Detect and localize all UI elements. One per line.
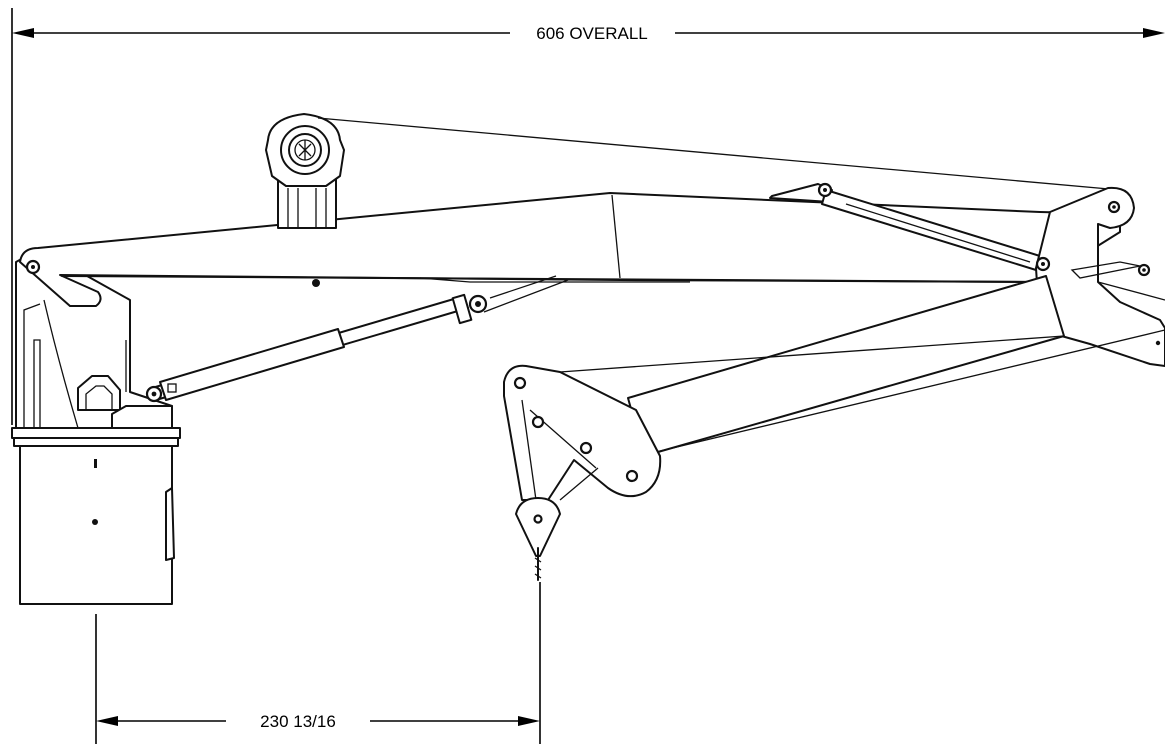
lift-cylinder — [145, 275, 569, 403]
tip-link-bar — [1070, 261, 1141, 279]
pedestal-base — [11, 427, 181, 605]
jib-body — [627, 275, 1065, 457]
hook-sheave-pin — [533, 514, 543, 524]
pedestal-marker — [94, 459, 97, 468]
hook-frame-pin-4 — [625, 469, 639, 483]
overall-arrow-left — [12, 28, 34, 38]
main-boom-underside — [419, 277, 690, 283]
tip-pin-top-center — [1112, 205, 1116, 209]
hook-sheave — [515, 497, 561, 557]
winch — [265, 113, 1121, 229]
overall-dimension-label: 606 OVERALL — [536, 24, 648, 43]
knuckle-cylinder — [769, 182, 1041, 271]
lift-cylinder-clevis — [167, 383, 177, 393]
main-boom-lug — [312, 279, 320, 287]
lift-cylinder-bracket — [483, 275, 569, 313]
pedestal-flange-upper — [11, 427, 181, 439]
lift-cylinder-base-pin-center — [151, 391, 157, 397]
hook-cable-wrap — [534, 557, 542, 579]
hook-frame-pin-1 — [513, 376, 527, 390]
hook-frame — [503, 364, 662, 581]
reach-dimension: 230 13/16 — [95, 582, 541, 744]
reach-arrow-left — [96, 716, 118, 726]
lift-cylinder-end-block — [451, 293, 473, 325]
main-boom-section-line — [611, 194, 621, 279]
knuckle-cylinder-rod-line — [845, 203, 1031, 263]
knuckle-linkage — [1035, 186, 1165, 367]
overall-arrow-right — [1143, 28, 1165, 38]
winch-cable — [317, 117, 1121, 191]
reach-dimension-label: 230 13/16 — [260, 712, 336, 731]
pedestal-side-plate — [165, 487, 175, 561]
overall-dimension: 606 OVERALL — [11, 8, 1165, 425]
hook-frame-pin-3 — [579, 441, 593, 455]
mast-inner-line — [23, 303, 41, 428]
main-boom — [19, 192, 1121, 307]
lift-cylinder-rod-pin-center — [475, 301, 481, 307]
mast-pin-housing-inner — [85, 385, 113, 410]
reach-arrow-right — [518, 716, 540, 726]
mast-inner-line-2 — [33, 339, 41, 428]
pedestal-bolt — [92, 519, 98, 525]
main-boom-body — [19, 192, 1121, 307]
main-boom-bottom-edge — [61, 275, 1041, 283]
hook-frame-plate — [503, 364, 662, 501]
tip-pin-low — [1155, 340, 1161, 346]
tip-link-bar-2 — [1097, 281, 1165, 301]
winch-stand-inner — [287, 188, 327, 228]
lift-cylinder-barrel — [159, 328, 345, 401]
knuckle-cylinder-top-pin-center — [823, 188, 827, 192]
tip-bracket — [1035, 186, 1165, 367]
mast-foot-plate — [111, 405, 173, 429]
hook-frame-pin-2 — [531, 415, 545, 429]
boom-root-pin-center — [31, 265, 35, 269]
tip-pin-mid-center — [1142, 268, 1146, 272]
jib-upper-line — [559, 335, 1065, 373]
winch-drum-hub — [298, 140, 312, 160]
jib-lower-line — [655, 329, 1165, 453]
mast-curve — [43, 299, 79, 429]
knuckle-pin-center — [1041, 262, 1045, 266]
